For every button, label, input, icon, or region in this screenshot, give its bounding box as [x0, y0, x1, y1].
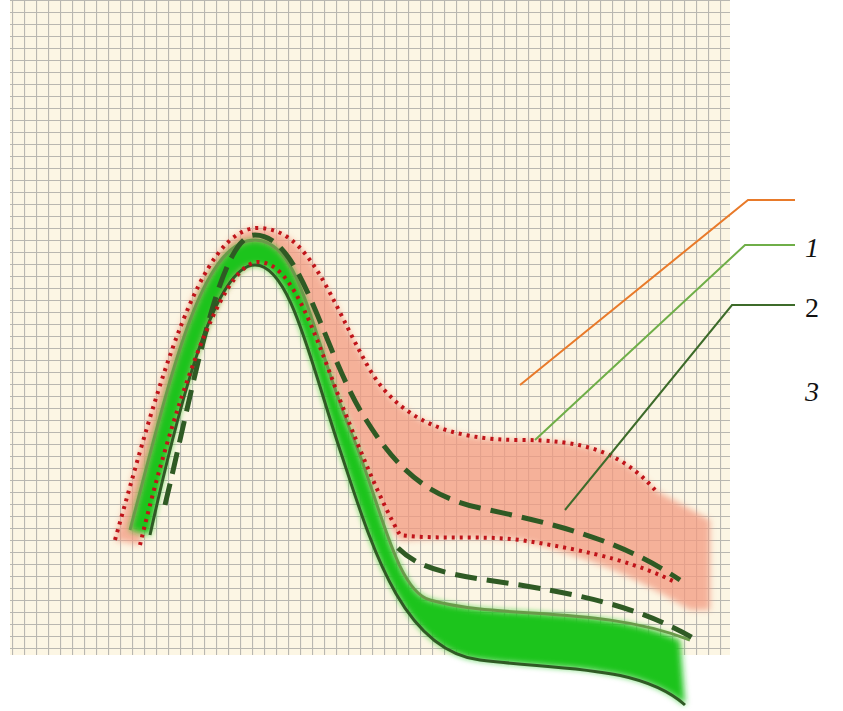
- dotted-outline: [115, 228, 655, 540]
- dashed-curve: [165, 235, 680, 580]
- green-outline: [150, 265, 685, 705]
- leader-line: [520, 200, 795, 385]
- callout-number: 1: [805, 234, 819, 262]
- callout-number: 3: [805, 378, 819, 406]
- dotted-outline: [140, 262, 675, 582]
- grid-ground: [10, 0, 730, 655]
- callout-number: 2: [805, 294, 819, 322]
- leader-line: [565, 305, 795, 510]
- leader-line: [535, 245, 795, 440]
- dashed-curve: [398, 548, 700, 642]
